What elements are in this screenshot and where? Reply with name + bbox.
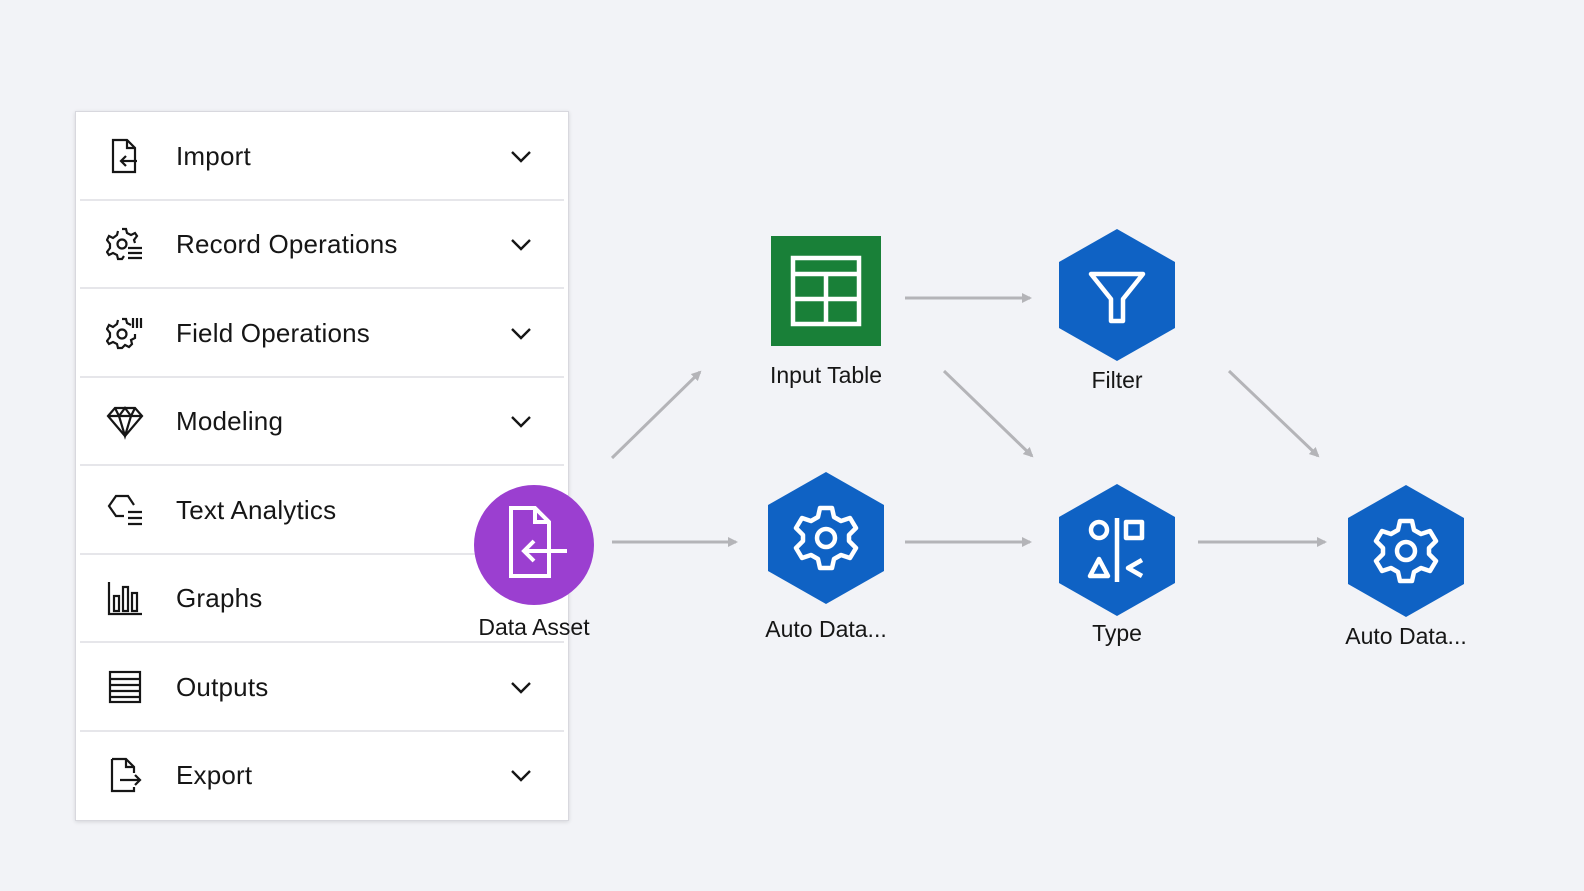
palette-item-text-analytics[interactable]: Text Analytics	[76, 466, 568, 555]
palette-item-modeling[interactable]: Modeling	[76, 377, 568, 466]
chevron-down-icon[interactable]	[508, 762, 534, 788]
palette-item-label: Import	[176, 140, 251, 171]
palette-item-outputs[interactable]: Outputs	[76, 643, 568, 732]
palette-item-label: Record Operations	[176, 228, 398, 259]
graphs-icon	[106, 579, 144, 617]
modeling-icon	[106, 402, 144, 440]
chevron-down-icon[interactable]	[508, 143, 534, 169]
node-filter[interactable]: Filter	[1042, 229, 1192, 394]
palette-item-label: Text Analytics	[176, 494, 337, 525]
type-icon	[1059, 484, 1175, 616]
node-type[interactable]: Type	[1042, 484, 1192, 647]
link-filter-to-auto-data-2[interactable]	[1227, 369, 1320, 458]
palette-item-label: Field Operations	[176, 317, 370, 348]
filter-icon	[1059, 229, 1175, 361]
node-input-table[interactable]: Input Table	[746, 236, 906, 389]
text-analytics-icon	[106, 491, 144, 529]
palette-item-graphs[interactable]: Graphs	[76, 554, 568, 643]
record-operations-icon	[106, 225, 144, 263]
chevron-down-icon[interactable]	[508, 320, 534, 346]
link-data-asset-to-input-table[interactable]	[610, 370, 702, 460]
palette-item-label: Outputs	[176, 671, 269, 702]
gear-icon	[1348, 485, 1464, 617]
node-auto-data-2[interactable]: Auto Data...	[1331, 485, 1481, 650]
node-label: Auto Data...	[765, 616, 887, 642]
node-label: Input Table	[769, 362, 883, 388]
chevron-down-icon[interactable]	[508, 674, 534, 700]
palette-item-label: Modeling	[176, 405, 284, 436]
table-icon	[771, 236, 881, 346]
node-label: Data Asset	[478, 614, 590, 640]
node-auto-data-1[interactable]: Auto Data...	[746, 472, 906, 643]
import-icon	[106, 137, 144, 175]
export-icon	[106, 756, 144, 794]
palette-item-field-operations[interactable]: Field Operations	[76, 289, 568, 378]
link-input-table-to-type[interactable]	[942, 369, 1034, 458]
palette-item-label: Graphs	[176, 582, 263, 613]
field-operations-icon	[106, 314, 144, 352]
palette-item-label: Export	[176, 759, 253, 790]
palette-item-record-operations[interactable]: Record Operations	[76, 200, 568, 289]
node-data-asset[interactable]: Data Asset	[460, 484, 608, 641]
chevron-down-icon[interactable]	[508, 408, 534, 434]
node-palette: Import Record Operations	[75, 111, 569, 821]
outputs-icon	[106, 668, 144, 706]
node-label: Auto Data...	[1345, 623, 1467, 649]
palette-item-import[interactable]: Import	[76, 112, 568, 201]
node-label: Filter	[1091, 367, 1143, 393]
data-asset-icon	[474, 485, 594, 605]
node-label: Type	[1092, 620, 1142, 646]
palette-item-export[interactable]: Export	[76, 731, 568, 819]
gear-icon	[768, 472, 884, 604]
chevron-down-icon[interactable]	[508, 231, 534, 257]
